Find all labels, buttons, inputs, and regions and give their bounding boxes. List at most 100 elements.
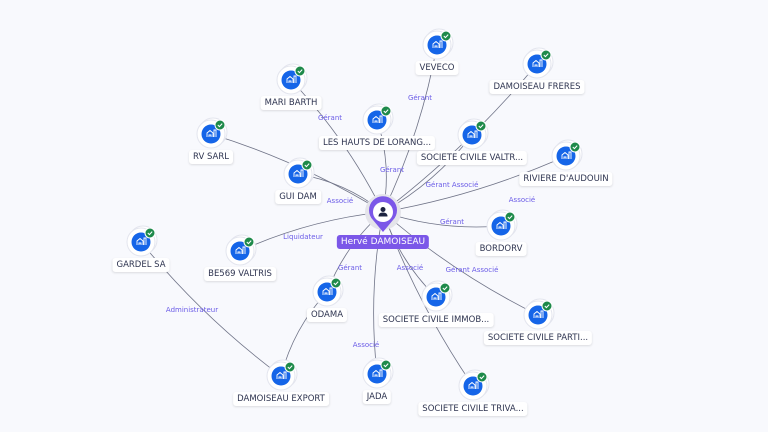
edge-label: Gérant [338, 264, 362, 272]
verified-check-icon [243, 236, 255, 248]
building-icon [532, 59, 543, 67]
company-icon [491, 216, 511, 236]
verified-check-icon [330, 277, 342, 289]
edge-label: Gérant [380, 166, 404, 174]
company-label[interactable]: RIVIERE D'AUDOUIN [519, 172, 613, 186]
verified-check-icon [144, 227, 156, 239]
company-icon [427, 35, 447, 55]
company-label[interactable]: RV SARL [189, 150, 233, 164]
company-label[interactable]: SOCIETE CIVILE IMMOB... [378, 313, 494, 327]
company-icon [367, 364, 387, 384]
building-icon [467, 130, 478, 138]
edge-label: Gérant [440, 218, 464, 226]
edge-label: Gérant [408, 94, 432, 102]
company-node-jada[interactable] [362, 357, 394, 389]
company-node-immob[interactable] [421, 280, 453, 312]
building-icon [561, 151, 572, 159]
company-node-guidam[interactable] [283, 157, 315, 189]
company-label[interactable]: GARDEL SA [112, 258, 170, 272]
company-label[interactable]: DAMOISEAU FRERES [489, 80, 585, 94]
company-label[interactable]: BORDORV [475, 242, 527, 256]
edge-label: Liquidateur [283, 233, 323, 241]
edge-label: Administrateur [166, 306, 218, 314]
building-icon [372, 115, 383, 123]
company-icon [426, 287, 446, 307]
company-icon [131, 232, 151, 252]
company-node-frereres[interactable] [522, 47, 554, 79]
company-icon [367, 110, 387, 130]
company-icon [201, 124, 221, 144]
company-node-gardel[interactable] [126, 225, 158, 257]
company-label[interactable]: MARI BARTH [260, 96, 322, 110]
verified-check-icon [380, 359, 392, 371]
building-icon [432, 40, 443, 48]
building-icon [322, 287, 333, 295]
company-node-bordorv[interactable] [486, 209, 518, 241]
edge-label: Gérant [318, 114, 342, 122]
building-icon [372, 369, 383, 377]
building-icon [136, 237, 147, 245]
company-label[interactable]: SOCIETE CIVILE TRIVA... [418, 402, 528, 416]
verified-check-icon [440, 30, 452, 42]
company-icon [281, 70, 301, 90]
company-label[interactable]: VEVECO [415, 61, 459, 75]
edge-label: Gérant Associé [446, 266, 499, 274]
verified-check-icon [569, 141, 581, 153]
verified-check-icon [540, 49, 552, 61]
company-node-mari[interactable] [276, 63, 308, 95]
company-label[interactable]: LES HAUTS DE LORANG... [318, 136, 436, 150]
verified-check-icon [504, 211, 516, 223]
company-icon [288, 164, 308, 184]
person-node[interactable] [365, 194, 401, 232]
company-label[interactable]: SOCIETE CIVILE VALTR... [416, 151, 528, 165]
company-label[interactable]: DAMOISEAU EXPORT [233, 392, 329, 406]
company-icon [462, 125, 482, 145]
edge-label: Associé [327, 197, 353, 205]
building-icon [468, 381, 479, 389]
edge-label: Associé [397, 264, 423, 272]
company-node-triva[interactable] [458, 369, 490, 401]
building-icon [496, 221, 507, 229]
company-icon [230, 241, 250, 261]
verified-check-icon [214, 119, 226, 131]
verified-check-icon [476, 371, 488, 383]
company-node-hauts[interactable] [362, 103, 394, 135]
edge-label: Associé [509, 196, 535, 204]
company-icon [271, 366, 291, 386]
edge-line [382, 211, 539, 316]
company-node-valtr[interactable] [457, 118, 489, 150]
company-label[interactable]: GUI DAM [275, 190, 321, 204]
verified-check-icon [284, 361, 296, 373]
company-label[interactable]: JADA [362, 390, 392, 404]
company-node-riviere[interactable] [551, 139, 583, 171]
company-node-export[interactable] [266, 359, 298, 391]
building-icon [235, 246, 246, 254]
company-label[interactable]: ODAMA [306, 308, 348, 322]
building-icon [431, 292, 442, 300]
edge-label: Associé [353, 341, 379, 349]
verified-check-icon [294, 65, 306, 77]
company-node-parti[interactable] [523, 298, 555, 330]
company-node-veveco[interactable] [422, 28, 454, 60]
company-label[interactable]: SOCIETE CIVILE PARTI... [483, 331, 593, 345]
verified-check-icon [301, 159, 313, 171]
building-icon [293, 169, 304, 177]
company-node-odama[interactable] [312, 275, 344, 307]
edge-line [382, 155, 567, 213]
company-icon [556, 146, 576, 166]
verified-check-icon [475, 120, 487, 132]
company-icon [463, 376, 483, 396]
edge-label: Gérant Associé [426, 181, 479, 189]
company-icon [527, 54, 547, 74]
person-label[interactable]: Hervé DAMOISEAU [336, 235, 430, 249]
verified-check-icon [439, 282, 451, 294]
company-icon [528, 305, 548, 325]
company-label[interactable]: BE569 VALTRIS [204, 267, 276, 281]
verified-check-icon [380, 105, 392, 117]
building-icon [276, 371, 287, 379]
company-node-be569[interactable] [225, 234, 257, 266]
company-node-rv[interactable] [196, 117, 228, 149]
verified-check-icon [541, 300, 553, 312]
building-icon [206, 129, 217, 137]
